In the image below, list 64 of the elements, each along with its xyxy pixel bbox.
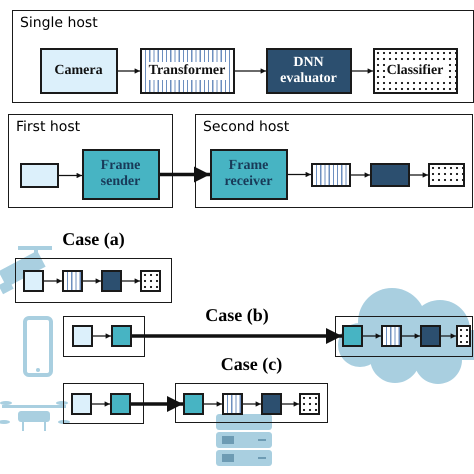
process-box — [140, 270, 160, 292]
process-box — [140, 48, 234, 94]
node-label: Transformer — [146, 62, 228, 80]
arrow — [122, 278, 140, 284]
process-box — [70, 392, 92, 414]
process-box — [372, 48, 458, 94]
process-box — [222, 392, 242, 414]
process-box — [20, 162, 58, 188]
host-frame — [63, 383, 144, 424]
process-box — [310, 162, 350, 186]
arrow — [282, 401, 299, 407]
process-box — [420, 324, 440, 346]
process-box — [22, 270, 44, 292]
process-box — [260, 392, 282, 414]
node-label: DNN evaluator — [279, 54, 338, 86]
host-frame — [195, 114, 473, 208]
node-label: Frame sender — [100, 158, 142, 190]
arrow — [93, 333, 111, 339]
arrow — [351, 172, 370, 178]
process-box — [370, 162, 410, 186]
process-box — [380, 324, 402, 346]
case-heading: Case (c) — [220, 354, 282, 375]
arrow — [352, 68, 373, 74]
process-box — [40, 48, 118, 94]
process-box — [266, 48, 352, 94]
arrow — [132, 328, 342, 344]
process-box — [298, 392, 320, 414]
host-frame — [335, 316, 473, 357]
arrow — [441, 333, 456, 339]
arrow — [92, 401, 110, 407]
arrow — [118, 68, 140, 74]
case-heading: Case (a) — [62, 229, 125, 250]
process-box — [72, 324, 92, 346]
arrow — [243, 401, 261, 407]
arrow — [402, 333, 420, 339]
host-frame — [8, 114, 173, 208]
process-box — [62, 270, 82, 292]
arrow — [83, 278, 101, 284]
arrow — [160, 166, 210, 183]
process-box — [82, 148, 160, 200]
process-box — [428, 162, 464, 186]
process-box — [182, 392, 204, 414]
node-label: Frame receiver — [224, 158, 274, 190]
process-box — [100, 270, 122, 292]
group-title: Second host — [203, 119, 290, 135]
process-box — [210, 148, 288, 200]
process-box — [110, 392, 130, 414]
host-frame — [12, 10, 474, 103]
edge-label: Case (b) — [205, 305, 269, 326]
node-label: Camera — [54, 62, 103, 78]
host-frame — [63, 316, 145, 357]
arrow — [410, 172, 428, 178]
arrow — [44, 278, 62, 284]
arrow — [131, 396, 183, 412]
arrow — [59, 172, 82, 178]
arrow — [204, 401, 222, 407]
arrow — [363, 333, 381, 339]
process-box — [342, 324, 362, 346]
process-box — [110, 324, 132, 346]
node-label: Classifier — [384, 62, 446, 80]
group-title: Single host — [20, 15, 98, 31]
arrow — [288, 172, 311, 178]
arrow — [235, 68, 266, 74]
group-title: First host — [16, 119, 80, 135]
